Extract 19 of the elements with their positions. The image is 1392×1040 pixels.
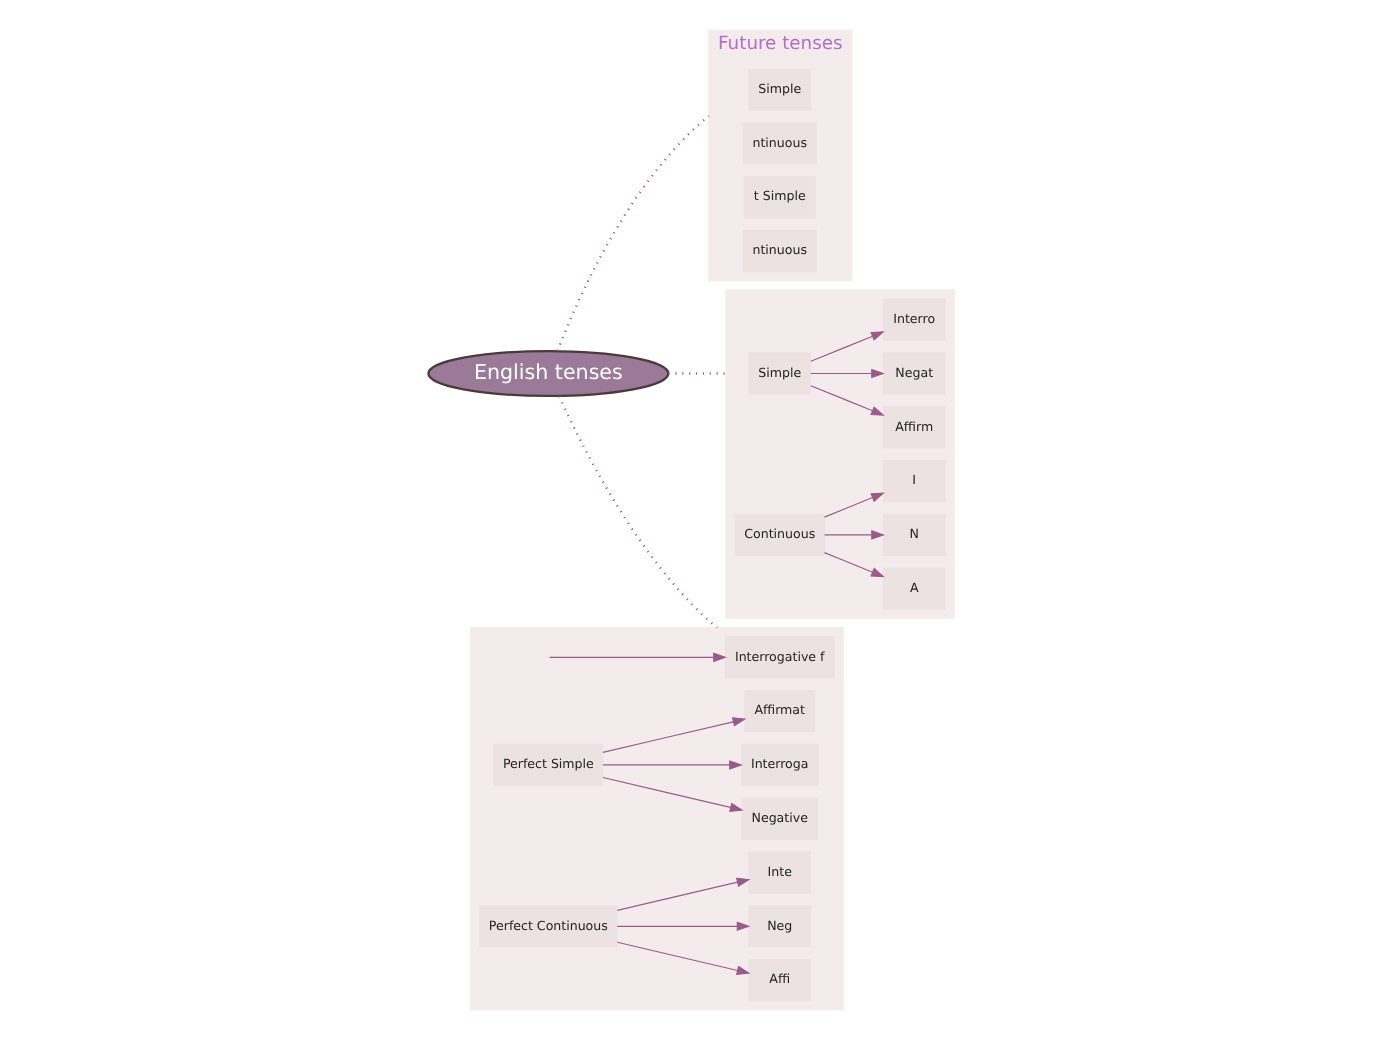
arrow (616, 877, 751, 911)
cluster (469, 627, 844, 1011)
arrow (602, 717, 747, 753)
arrow (823, 552, 885, 578)
arrow (823, 492, 885, 518)
arrow (810, 368, 885, 379)
arrow (810, 385, 885, 416)
arrow (823, 530, 885, 540)
arrow (549, 652, 727, 663)
arrow (616, 921, 751, 932)
node-ellipse: English tenses (427, 349, 670, 398)
arrow (602, 760, 743, 770)
connector (556, 115, 710, 352)
arrow (616, 941, 751, 976)
connector (558, 395, 718, 629)
connector (668, 372, 726, 375)
arrow (602, 776, 744, 813)
arrow (810, 331, 885, 362)
cluster (725, 289, 955, 619)
